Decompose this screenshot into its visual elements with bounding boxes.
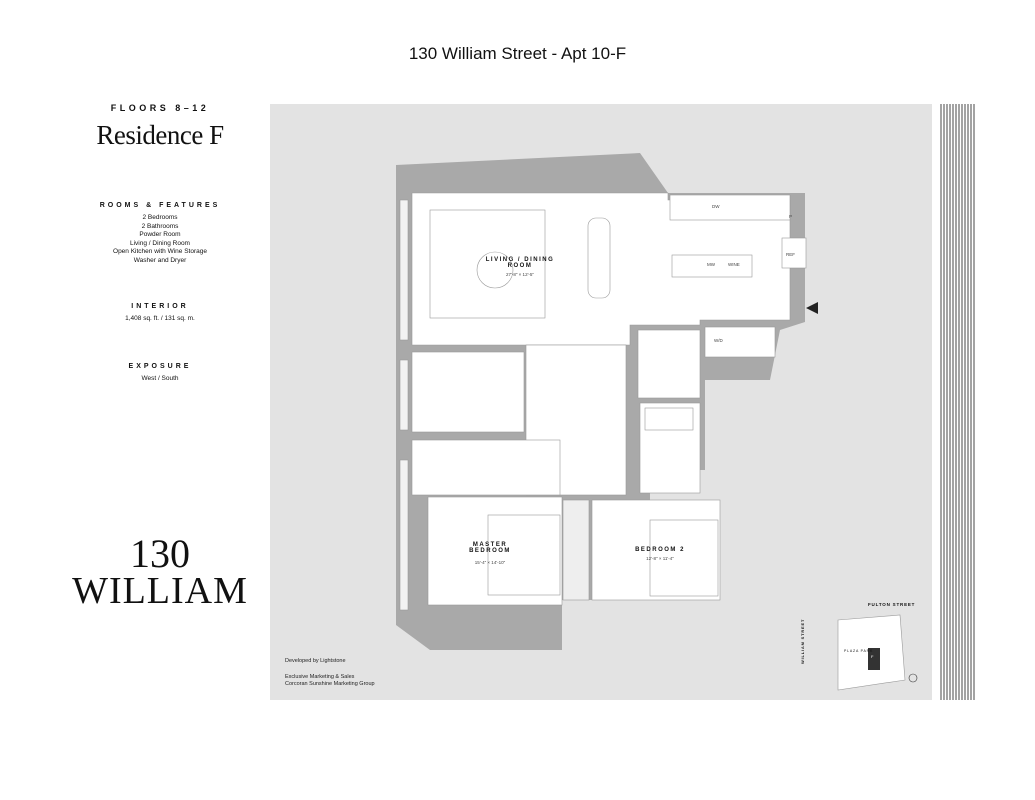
interior-value: 1,408 sq. ft. / 131 sq. m.: [125, 315, 195, 322]
floor-plan-panel: LIVING / DINING ROOM 27'-8" × 12'-5" MAS…: [270, 104, 932, 700]
master-bed: [487, 514, 561, 596]
sofa: [429, 209, 546, 319]
room-item: Living / Dining Room: [130, 239, 190, 247]
room-item: 2 Bathrooms: [141, 222, 179, 230]
closet: [562, 499, 590, 601]
bathtub: [644, 407, 694, 431]
wd-label: W/D: [714, 338, 723, 343]
dining-table: [587, 217, 611, 299]
interior-heading: INTERIOR: [131, 303, 189, 310]
wine-label: WINE: [728, 262, 740, 267]
floor-plan-drawing: [396, 153, 918, 691]
developer-credit: Developed by Lightstone: [285, 658, 346, 664]
living-room-label: LIVING / DINING ROOM: [485, 257, 555, 269]
rooms-heading: ROOMS & FEATURES: [99, 202, 221, 209]
logo-william: WILLIAM: [72, 570, 248, 612]
keyplan-unit: F: [871, 654, 874, 659]
room-item: Open Kitchen with Wine Storage: [113, 248, 207, 255]
disclaimer-strip: [936, 104, 976, 700]
master-closet-area: [411, 439, 561, 496]
laundry: [704, 326, 776, 358]
logo-130: 130: [130, 531, 190, 576]
mw-label: MW: [707, 262, 715, 267]
keyplan-william: WILLIAM STREET: [800, 618, 805, 664]
exposure-value: West / South: [141, 375, 179, 382]
room-item: 2 Bedrooms: [142, 214, 178, 221]
entry-arrow: [806, 302, 818, 314]
master-bedroom-dim: 15'-4" × 14'-10": [474, 560, 506, 565]
residence-title: Residence F: [96, 120, 224, 150]
marketing-credit-2: Corcoran Sunshine Marketing Group: [285, 681, 375, 687]
bedroom-2-label: BEDROOM 2: [635, 547, 685, 553]
living-room-dim: 27'-8" × 12'-5": [505, 272, 535, 277]
kitchen-island: [671, 254, 753, 278]
marketing-credit: Exclusive Marketing & Sales: [285, 674, 355, 680]
ref-label: REF: [786, 252, 795, 257]
powder-room: [637, 329, 701, 399]
bedroom-2-dim: 12'-8" × 11'-4": [646, 556, 674, 561]
floors-label: FLOORS 8–12: [110, 103, 210, 113]
keyplan-fulton: FULTON STREET: [868, 602, 916, 607]
page-title: 130 William Street - Apt 10-F: [408, 44, 627, 63]
rooms-list: 2 Bedrooms 2 Bathrooms Powder Room Livin…: [60, 214, 260, 265]
dw-label: DW: [712, 204, 720, 209]
exposure-heading: EXPOSURE: [128, 363, 192, 370]
bathroom-2: [639, 402, 701, 494]
room-item: Washer and Dryer: [133, 256, 187, 264]
master-bedroom-label: MASTER BEDROOM: [469, 542, 511, 554]
room-item: Powder Room: [139, 231, 181, 238]
bedroom-2: [591, 499, 721, 601]
p-label: P: [789, 214, 793, 219]
bed-2: [649, 519, 719, 597]
master-bath: [411, 351, 525, 433]
keyplan-park: PLAZA PARK: [844, 649, 874, 653]
kitchen-counter: [669, 194, 791, 221]
